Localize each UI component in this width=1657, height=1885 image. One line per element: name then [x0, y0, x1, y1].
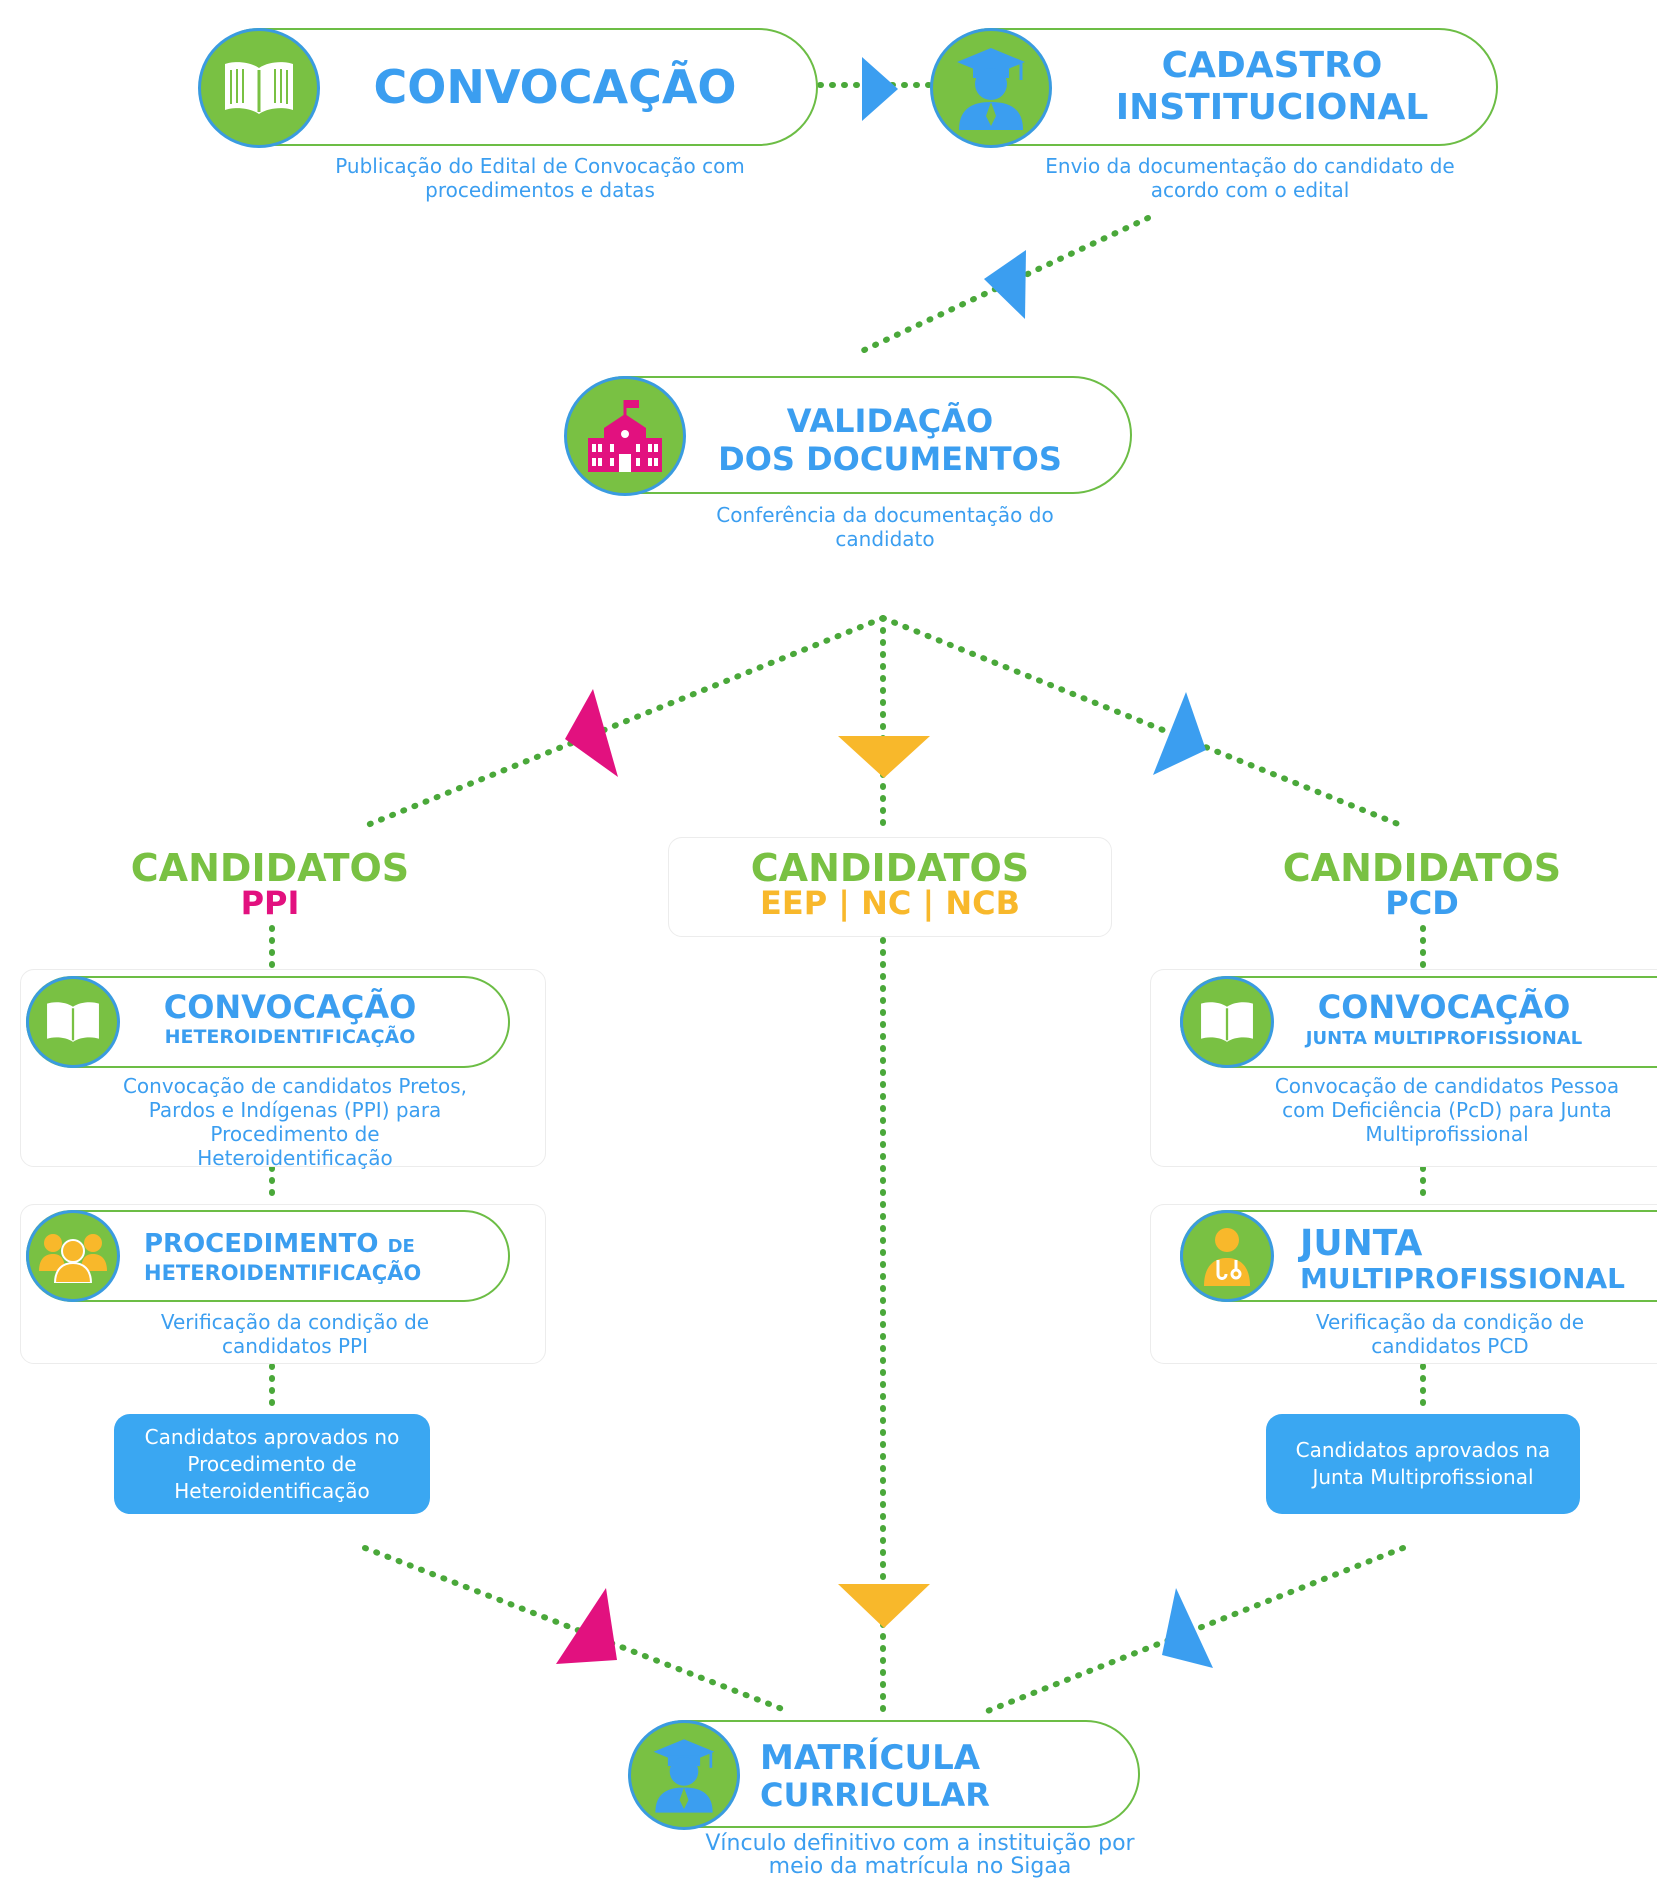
ppi-procedimento-description: Verificação da condição de candidatos PP… [160, 1310, 430, 1358]
book-icon [26, 976, 120, 1068]
arrow-geral-matricula-icon [838, 1584, 930, 1628]
ppi-convocacao-subtitle: HETEROIDENTIFICAÇÃO [164, 1026, 416, 1048]
matricula-title-line2: CURRICULAR [760, 1776, 990, 1814]
ppi-approved-box: Candidatos aprovados no Procedimento de … [114, 1414, 430, 1514]
arrow-pcd-icon [1153, 692, 1206, 775]
geral-heading-box [668, 837, 1112, 937]
pcd-junta-title-line2: MULTIPROFISSIONAL [1300, 1262, 1625, 1295]
arrow-pcd-matricula-icon [1162, 1588, 1213, 1668]
pcd-convocacao-title: CONVOCAÇÃO [1317, 988, 1571, 1026]
geral-subheading: EEP | NC | NCB [759, 884, 1021, 922]
ppi-procedimento-title-line2: HETEROIDENTIFICAÇÃO [144, 1261, 422, 1285]
matricula-title-line1: MATRÍCULA [760, 1738, 981, 1778]
connector-ppi-matricula [362, 1545, 793, 1715]
geral-heading: CANDIDATOS [750, 846, 1030, 890]
cadastro-title-line2: INSTITUCIONAL [1115, 87, 1429, 128]
ppi-subheading: PPI [240, 884, 300, 922]
pcd-convocacao-subtitle: JUNTA MULTIPROFISSIONAL [1305, 1028, 1583, 1049]
book-icon [198, 28, 320, 148]
ppi-heading: CANDIDATOS [130, 846, 410, 890]
graduate-icon [930, 28, 1052, 148]
people-group-icon [26, 1210, 120, 1302]
ppi-procedimento-title: PROCEDIMENTO DE [144, 1230, 474, 1259]
matricula-description: Vínculo definitivo com a instituição por… [705, 1831, 1135, 1880]
connector-validacao-pcd [880, 615, 1406, 829]
ppi-convocacao-title: CONVOCAÇÃO [163, 988, 417, 1026]
school-building-icon [564, 376, 686, 496]
validacao-title-line2: DOS DOCUMENTOS [718, 440, 1062, 478]
arrow-ppi-icon [565, 689, 618, 777]
pcd-subheading: PCD [1385, 884, 1459, 922]
validacao-title-line1: VALIDAÇÃO [786, 402, 994, 440]
convocacao-title: CONVOCAÇÃO [373, 60, 737, 114]
cadastro-title-line1: CADASTRO [1161, 45, 1383, 86]
cadastro-description: Envio da documentação do candidato de ac… [1045, 154, 1455, 202]
pcd-convocacao-description: Convocação de candidatos Pessoa com Defi… [1274, 1074, 1620, 1146]
pcd-junta-title-line1: JUNTA [1300, 1223, 1423, 1264]
arrow-geral-icon [838, 736, 930, 778]
pcd-heading: CANDIDATOS [1282, 846, 1562, 890]
graduate-icon [628, 1720, 740, 1830]
ppi-procedimento-title-small: DE [387, 1236, 415, 1257]
validacao-description: Conferência da documentação do candidato [716, 503, 1054, 551]
doctor-icon [1180, 1210, 1274, 1302]
arrow-right-icon [862, 57, 898, 121]
convocacao-description: Publicação do Edital de Convocação com p… [335, 154, 745, 202]
arrow-ppi-matricula-icon [556, 1588, 617, 1664]
arrow-down-left-icon [984, 250, 1026, 319]
ppi-procedimento-title-main: PROCEDIMENTO [144, 1229, 379, 1259]
pcd-junta-description: Verificação da condição de candidatos PC… [1315, 1310, 1585, 1358]
connector-validacao-ppi [362, 615, 886, 829]
ppi-convocacao-description: Convocação de candidatos Pretos, Pardos … [122, 1074, 468, 1170]
pcd-approved-box: Candidatos aprovados na Junta Multiprofi… [1266, 1414, 1580, 1514]
connector-pcd-matricula [982, 1545, 1406, 1715]
book-icon [1180, 976, 1274, 1068]
